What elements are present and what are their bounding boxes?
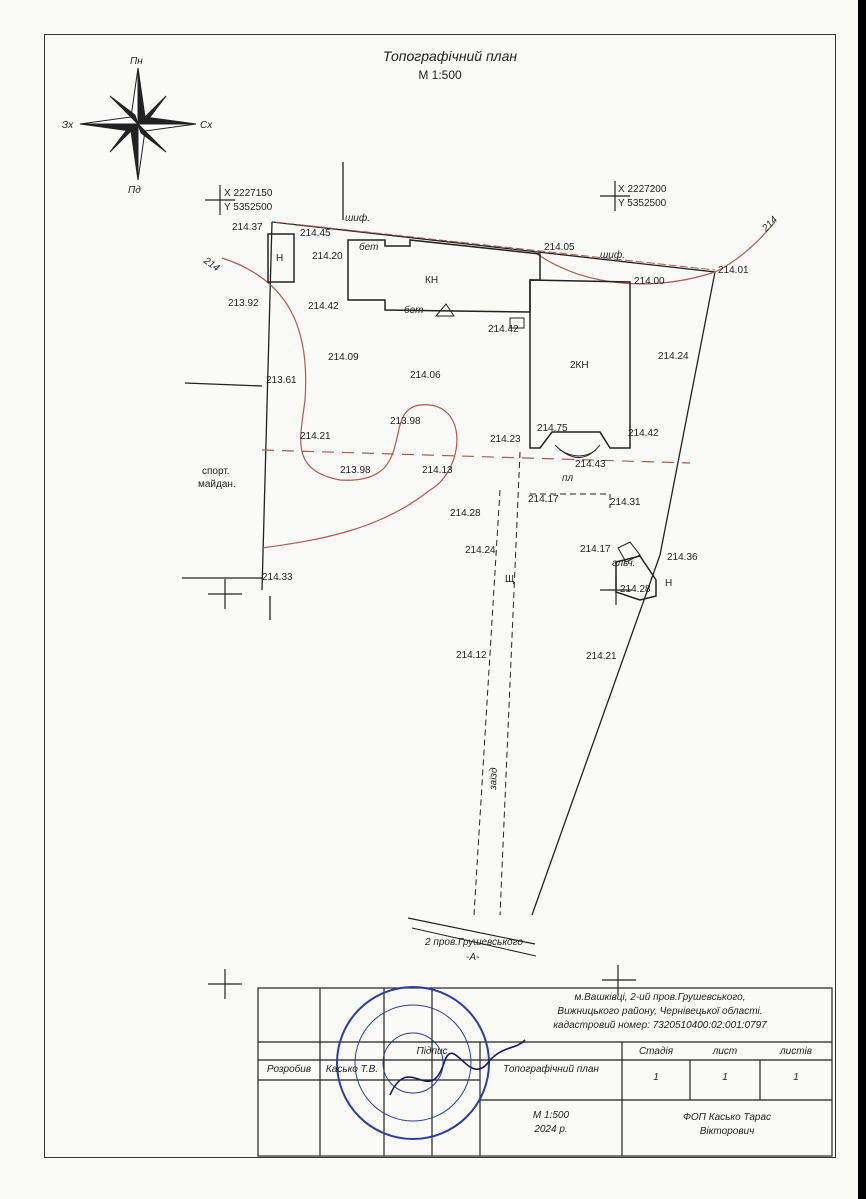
tb-address1: м.Вашківці, 2-ий пров.Грушевського, — [574, 992, 746, 1003]
parcel-boundary — [182, 162, 716, 916]
svg-text:214.28: 214.28 — [450, 508, 481, 519]
grid1-y: Y 5352500 — [224, 202, 273, 213]
label-sport: спорт. — [202, 466, 230, 477]
label-2kn: 2КН — [570, 360, 589, 371]
contour-label-2: 214 — [760, 214, 781, 235]
svg-text:213.98: 213.98 — [340, 465, 371, 476]
label-shif2: шиф. — [600, 249, 625, 261]
tb-doc-title: Топографічний план — [503, 1064, 599, 1075]
plan-scale: М 1:500 — [418, 68, 462, 82]
label-maidan: майдан. — [198, 479, 236, 490]
label-n1: Н — [276, 253, 283, 264]
contour-label-1: 214 — [200, 255, 221, 274]
tb-sheet-header: лист — [712, 1046, 738, 1057]
tb-org1: ФОП Касько Тарас — [682, 1112, 772, 1123]
compass-north: Пн — [130, 56, 143, 67]
label-bet2: бет — [404, 304, 423, 316]
building-2kn — [529, 279, 631, 449]
svg-text:214.21: 214.21 — [300, 431, 331, 442]
svg-text:214.43: 214.43 — [575, 459, 606, 470]
svg-text:214.42: 214.42 — [488, 324, 519, 335]
label-zaizd: заїзд — [488, 767, 500, 791]
title-block-grid — [257, 987, 833, 1157]
label-shif1: шиф. — [345, 212, 370, 224]
tb-cadastral: кадастровий номер: 7320510400:02:001:079… — [553, 1020, 767, 1031]
tb-address2: Вижницького району, Чернівецької області… — [557, 1006, 763, 1017]
tb-stage-header: Стадія — [638, 1046, 674, 1057]
label-alch: альч. — [612, 558, 635, 569]
compass-west: Зх — [62, 120, 74, 131]
compass-east: Сх — [200, 120, 213, 131]
svg-text:213.92: 213.92 — [228, 298, 259, 309]
tb-org2: Вікторович — [699, 1126, 755, 1137]
plan-title: Топографічний план — [382, 48, 518, 64]
tb-sheets: 1 — [793, 1072, 799, 1083]
street-mark: -А- — [466, 952, 480, 963]
tb-sheets-header: листів — [780, 1046, 812, 1057]
grid2-x: X 2227200 — [618, 184, 667, 195]
building-n1 — [267, 233, 295, 283]
tb-scale: М 1:500 — [532, 1110, 570, 1121]
tb-sheet: 1 — [722, 1072, 728, 1083]
signature-icon — [389, 1039, 526, 1096]
driveway — [473, 451, 611, 916]
company-stamp — [336, 986, 490, 1140]
label-bet1: бет — [359, 241, 378, 253]
svg-text:214.36: 214.36 — [667, 552, 698, 563]
svg-text:214.28: 214.28 — [620, 584, 651, 595]
svg-text:214.45: 214.45 — [300, 228, 331, 239]
svg-text:214.20: 214.20 — [312, 251, 343, 262]
tb-year: 2024 р. — [534, 1124, 568, 1135]
buildings — [267, 233, 657, 601]
compass-icon — [79, 67, 197, 181]
svg-text:214.33: 214.33 — [262, 572, 293, 583]
sheet-frame — [44, 34, 836, 1158]
tb-signature-label: Підпис — [416, 1046, 448, 1057]
svg-text:214.31: 214.31 — [610, 497, 641, 508]
svg-text:214.23: 214.23 — [490, 434, 521, 445]
svg-text:214.75: 214.75 — [537, 423, 568, 434]
svg-text:214.17: 214.17 — [580, 544, 611, 555]
svg-text:214.21: 214.21 — [586, 651, 617, 662]
label-pl: пл — [562, 473, 574, 484]
grid1-x: X 2227150 — [224, 188, 273, 199]
svg-text:214.13: 214.13 — [422, 465, 453, 476]
grid2-y: Y 5352500 — [618, 198, 667, 209]
svg-text:214.24: 214.24 — [465, 545, 496, 556]
street-name: 2 пров.Грушевського — [424, 937, 523, 948]
svg-text:214.06: 214.06 — [410, 370, 441, 381]
svg-text:214.24: 214.24 — [658, 351, 689, 362]
label-kn: КН — [425, 275, 438, 286]
svg-text:214.05: 214.05 — [544, 242, 575, 253]
svg-text:214.09: 214.09 — [328, 352, 359, 363]
contour-lines — [221, 221, 776, 549]
svg-text:214.01: 214.01 — [718, 265, 749, 276]
svg-text:214.17: 214.17 — [528, 494, 559, 505]
svg-text:214.37: 214.37 — [232, 222, 263, 233]
svg-text:213.61: 213.61 — [266, 375, 297, 386]
tb-developed: Розробив — [266, 1064, 312, 1075]
tb-developer: Касько Т.В. — [325, 1064, 379, 1075]
svg-text:214.12: 214.12 — [456, 650, 487, 661]
elevation-labels: 214.37 214.45 214.20 214.05 214.00 214.0… — [228, 222, 749, 662]
svg-text:214.42: 214.42 — [308, 301, 339, 312]
svg-text:214.42: 214.42 — [628, 428, 659, 439]
svg-text:214.00: 214.00 — [634, 276, 665, 287]
compass-south: Пд — [128, 185, 141, 196]
svg-text:213.98: 213.98 — [390, 416, 421, 427]
tb-stage: 1 — [653, 1072, 659, 1083]
label-shch: Щ — [505, 574, 514, 585]
label-n2: Н — [665, 578, 672, 589]
